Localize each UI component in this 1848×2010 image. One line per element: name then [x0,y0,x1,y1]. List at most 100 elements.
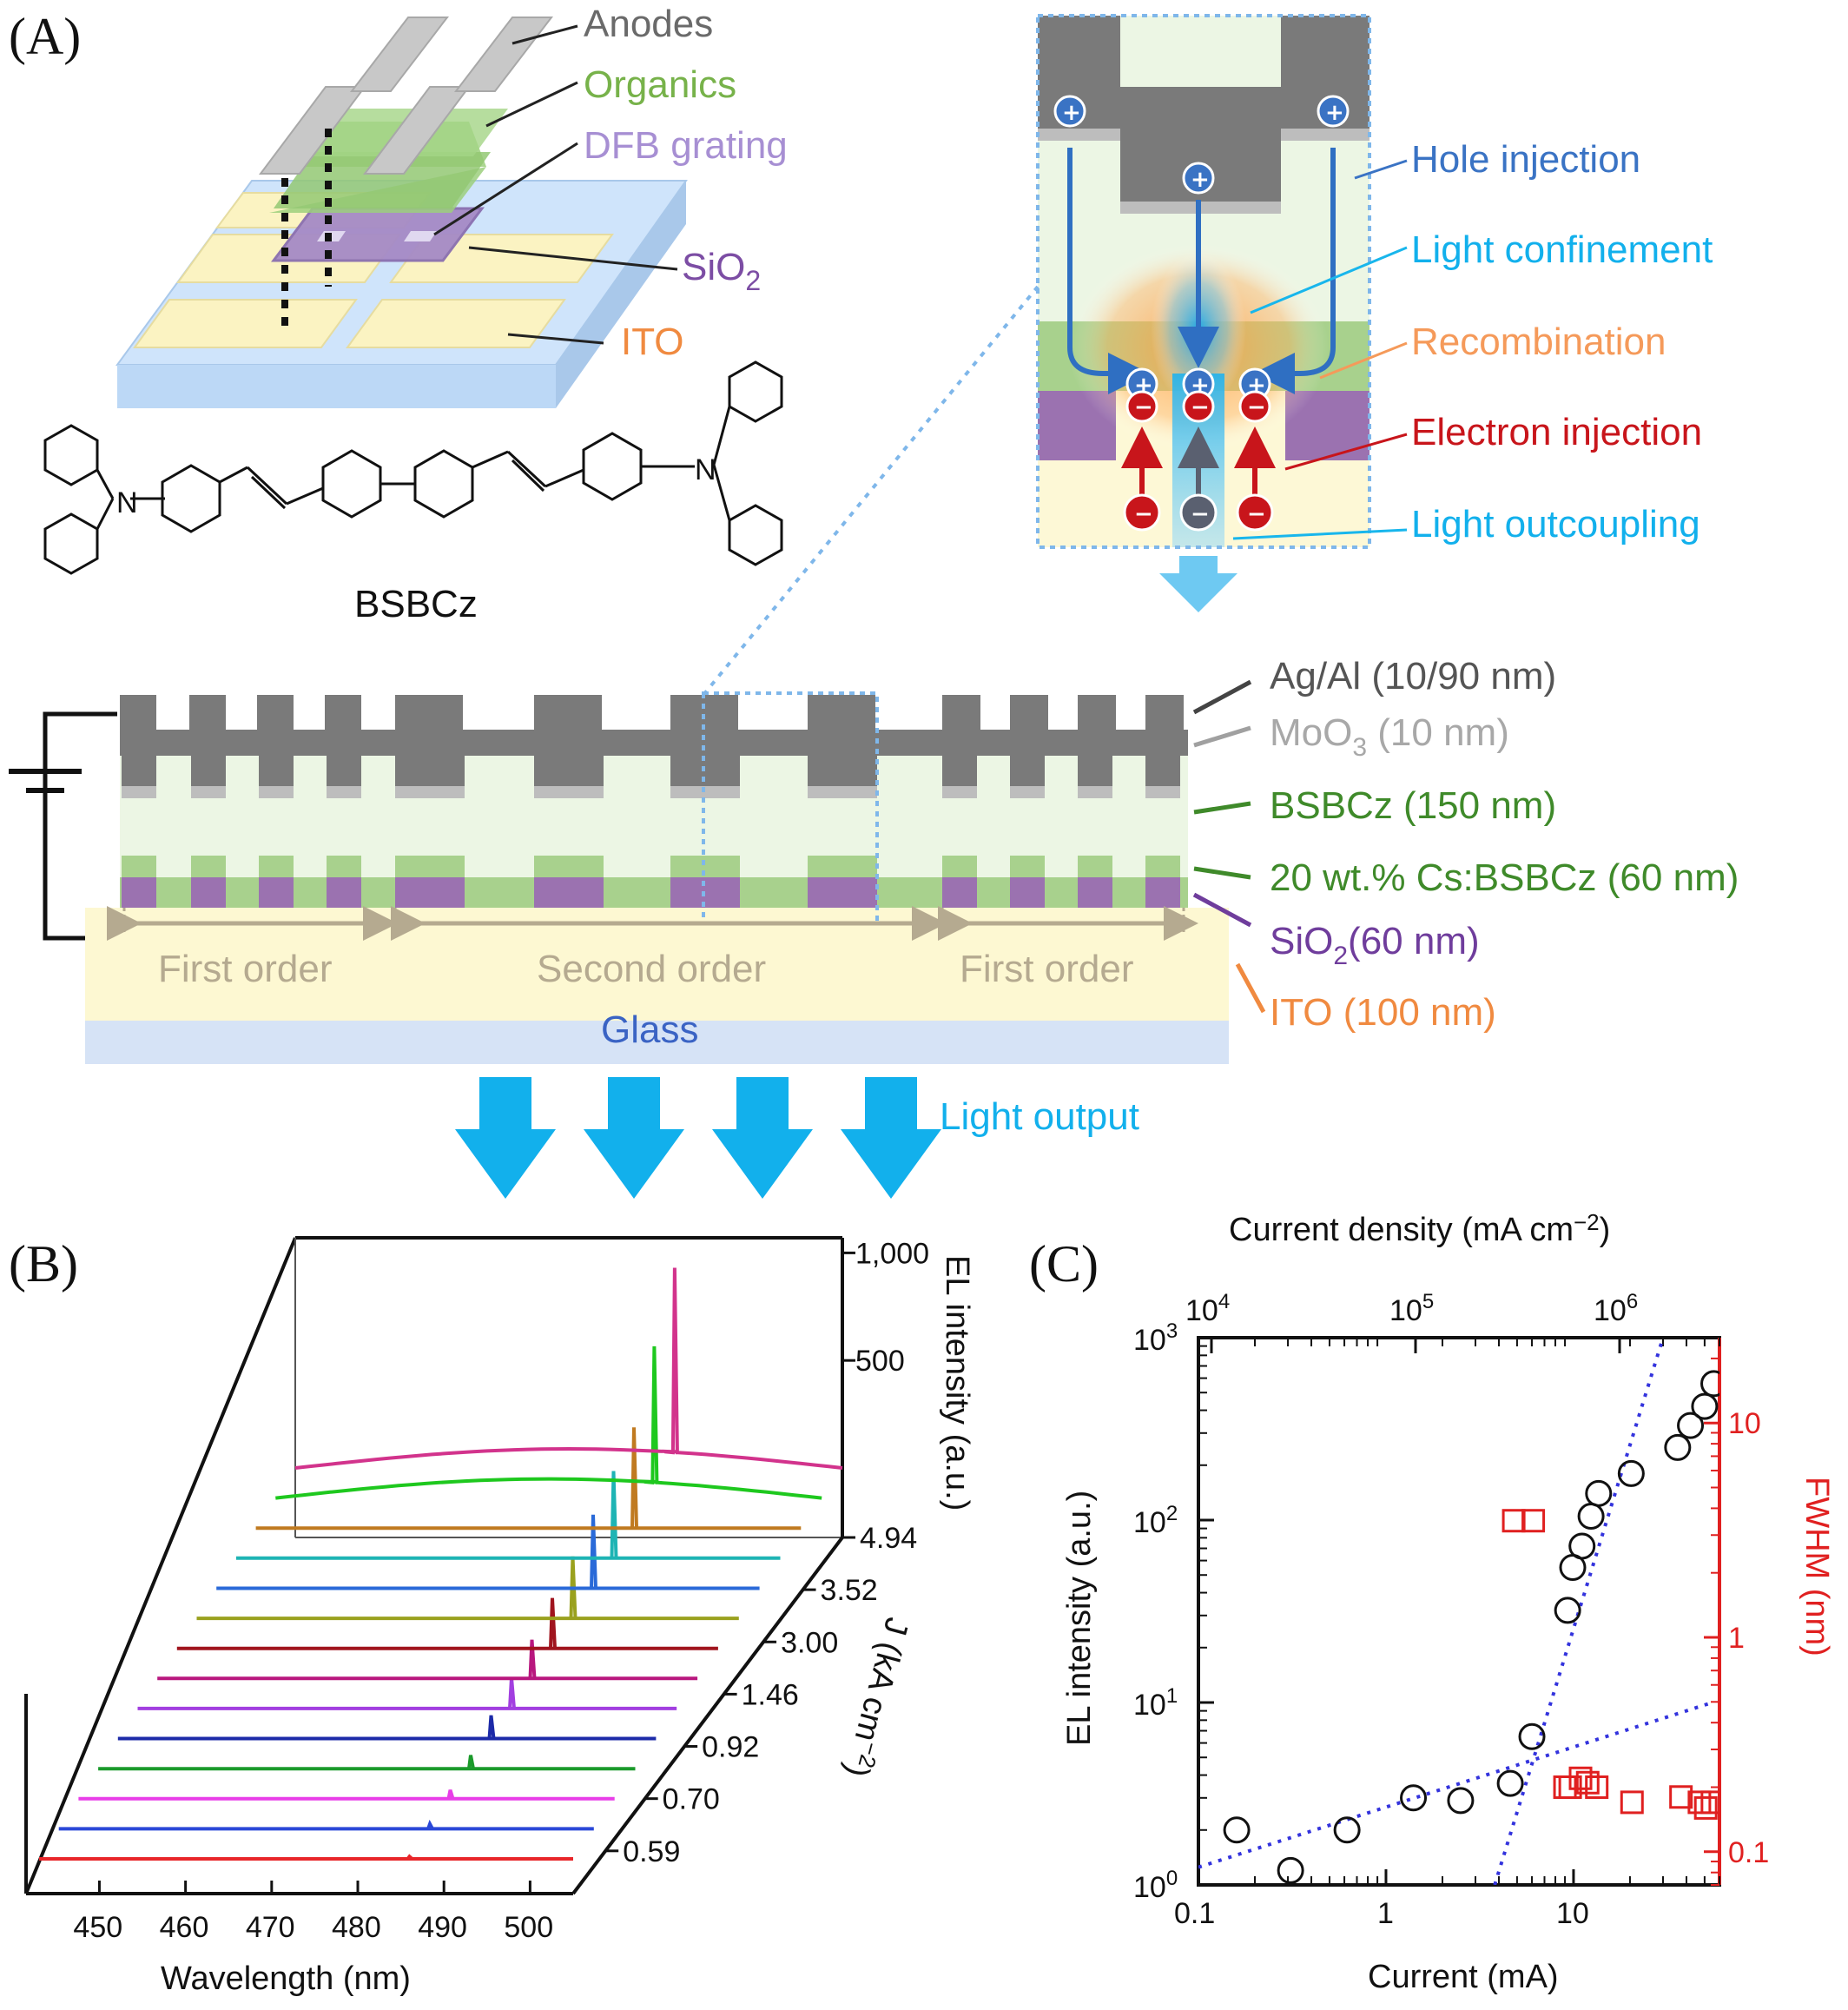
el-point [1577,1503,1605,1531]
x-tick-label: 460 [160,1911,209,1944]
leader-outcoupling [1232,528,1408,540]
el-point [1400,1784,1428,1812]
light-output-arrows: Light output [455,1077,1139,1199]
anode-tooth [120,695,156,730]
anode-grating [120,695,1188,798]
x-axis-title: Wavelength (nm) [161,1960,411,1997]
label-dfb-grating: DFB grating [584,124,788,167]
leader-organics [485,81,578,128]
fit-lines [1198,1338,1713,1885]
fwhm-point [1502,1509,1526,1533]
anode-base [120,730,1188,756]
leader-electron [1284,433,1408,471]
grating-sio2-bar [259,877,294,908]
j-tick-label: 0.70 [663,1783,720,1816]
fwhm-point [1568,1766,1593,1790]
label-anodes: Anodes [584,3,713,45]
x-tick-label: 450 [73,1911,122,1944]
svg-text:−: − [1247,501,1266,527]
grating-organic [808,856,877,877]
zoom-inset: + + + + + + − − − − [1036,14,1713,612]
spectrum-line [137,1677,677,1710]
spectra-group [39,1267,843,1861]
sio2-grating [122,856,1180,908]
label-light-output: Light output [940,1095,1139,1138]
z-axis-title: EL intensity (a.u.) [939,1255,975,1511]
spectrum-line [78,1789,615,1801]
svg-text:−: − [1247,394,1266,420]
grating-sio2-bar [191,877,226,908]
svg-text:+: + [1062,100,1081,126]
anode-tooth [1010,695,1048,730]
anode-tooth [670,695,738,730]
circuit-wire [43,711,117,941]
el-point [1447,1787,1475,1815]
el-point [1568,1532,1596,1560]
right-tick-label: 1 [1728,1622,1745,1655]
electron-charges: − − − − − − [1123,390,1274,532]
grating-organic [327,856,361,877]
moo3-strip [534,786,604,798]
label-first-order-right: First order [960,948,1133,990]
bottom-tick-label: 1 [1377,1897,1394,1930]
fwhm-point [1687,1790,1712,1815]
el-point [1677,1412,1705,1439]
carbazole-right [712,360,783,566]
right-axis-title: FWHM (nm) [1798,1477,1835,1656]
el-point [1496,1769,1524,1797]
bottom-axis-title: Current (mA) [1368,1959,1559,1995]
el-point [1691,1392,1719,1420]
output-arrow-4 [841,1077,941,1199]
label-light-outcoupling: Light outcoupling [1411,503,1700,545]
grating-organic [191,856,226,877]
spectrum-line [275,1346,822,1500]
bottom-tick-label: 10 [1556,1897,1589,1930]
panel-a: (A) [9,3,1739,1199]
el-point [1518,1722,1546,1750]
spectrum-line [98,1755,636,1771]
panel-a-label: (A) [9,8,81,65]
label-csbsbcz: 20 wt.% Cs:BSBCz (60 nm) [1270,856,1739,899]
grating-organic [1145,856,1180,877]
el-point [1277,1856,1304,1884]
spectrum-line [255,1427,802,1531]
inset-light-arrow [1159,556,1238,612]
glass-side [556,181,686,408]
el-point [1223,1816,1251,1844]
label-electron-injection: Electron injection [1411,411,1702,453]
anode-tooth [534,695,602,730]
el-point [1617,1459,1645,1487]
j-tick-label: 3.52 [821,1574,878,1607]
grating-organic [1010,856,1045,877]
label-hole-injection: Hole injection [1411,138,1640,181]
phenyl-2 [321,449,382,519]
zoom-connector-left [702,285,1040,697]
svg-text:+: + [1325,100,1344,126]
svg-text:−: − [1134,501,1153,527]
hole-path-right [1253,148,1336,394]
molecule-name: BSBCz [354,583,478,625]
j-tick-label: 0.59 [623,1835,680,1868]
top-tick-label: 105 [1389,1290,1434,1327]
label-organics: Organics [584,63,736,106]
grating-sio2-bar [122,877,156,908]
svg-text:−: − [1134,394,1153,420]
grating-organic [534,856,604,877]
grating-sio2-bar [1078,877,1112,908]
label-sio2-layer: SiO2(60 nm) [1270,920,1480,970]
j-tick-label: 4.94 [860,1522,917,1555]
svg-text:−: − [1191,501,1210,527]
ito-strip-1 [133,299,358,348]
moo3-strip [395,786,465,798]
anode-tooth [942,695,980,730]
anode-4 [453,17,554,92]
data-points [1223,1370,1719,1884]
moo3-strip [327,786,361,798]
el-point [1585,1479,1613,1507]
fwhm-point [1700,1790,1719,1815]
leader-ito [507,333,604,345]
anode-finger [1145,756,1180,786]
